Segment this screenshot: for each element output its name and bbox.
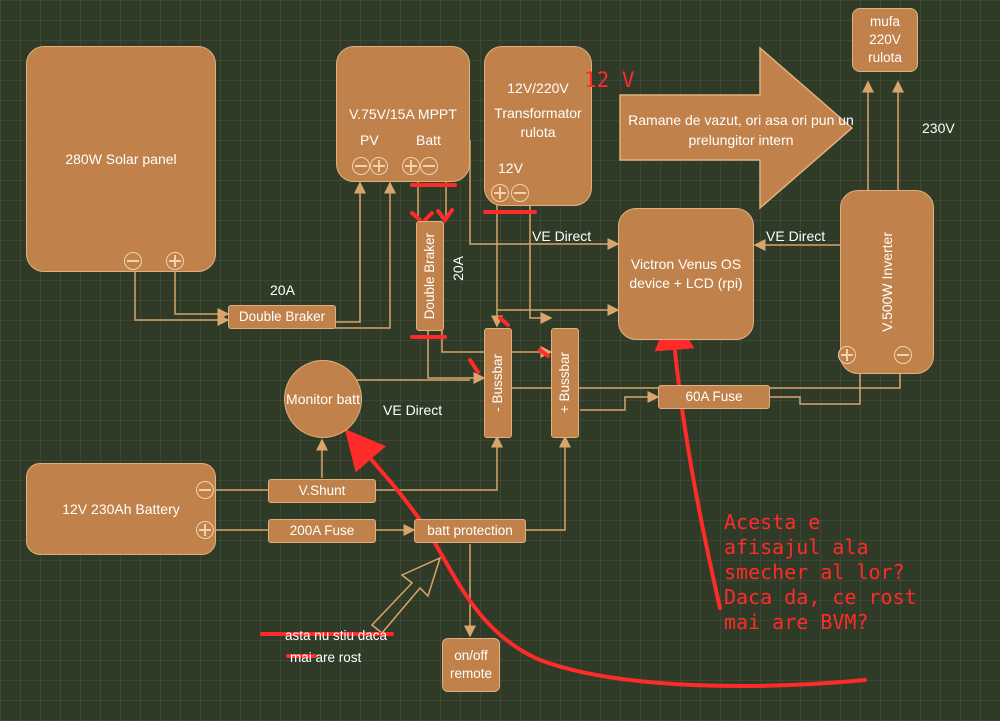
battery-minus-terminal-icon [196,481,214,499]
inverter-minus-terminal-icon [894,346,912,364]
onoff-remote-label: on/off remote [449,647,493,681]
solar-minus-terminal-icon [124,252,142,270]
transformer-block[interactable]: 12V/220V Transformator rulota [484,46,592,206]
onoff-remote-block[interactable]: on/off remote [442,638,500,692]
big-arrow-text: Ramane de vazut, ori asa ori pun un prel… [628,112,854,148]
venus-os-block[interactable]: Victron Venus OS device + LCD (rpi) [618,208,754,340]
transformer-output-label: 12V [498,160,523,176]
mufa-block[interactable]: mufa 220V rulota [852,8,918,72]
transformer-plus-terminal-icon [491,184,509,202]
solar-plus-terminal-icon [166,252,184,270]
transformer-minus-terminal-icon [511,184,529,202]
double-braker-pv-block[interactable]: Double Braker [228,305,336,329]
battery-plus-terminal-icon [196,521,214,539]
fuse-60a-block[interactable]: 60A Fuse [658,385,770,409]
mppt-batt-minus-icon [420,157,438,175]
batt-protection-label: batt protection [427,522,513,538]
current-20a-vertical-label: 20A [450,256,466,281]
bottom-note-line2: mai are rost [290,650,362,665]
mufa-label: mufa 220V rulota [868,13,902,66]
mppt-pv-label: PV [360,132,379,148]
inverter-label: V.500W Inverter [878,232,895,332]
red-comment-annotation: Acesta e afisajul ala smecher al lor? Da… [724,510,917,634]
solar-panel-label: 280W Solar panel [65,150,177,167]
battery-block[interactable]: 12V 230Ah Battery [26,463,216,555]
shunt-block[interactable]: V.Shunt [268,479,376,503]
venus-os-label: Victron Venus OS device + LCD (rpi) [629,256,743,291]
ve-direct-label-mppt: VE Direct [532,228,592,244]
mppt-batt-plus-icon [402,157,420,175]
battery-monitor-block[interactable]: Monitor batt [284,360,362,438]
transformer-input-label: 12V/220V [507,80,569,96]
ve-direct-label-monitor: VE Direct [383,402,443,418]
double-braker-batt-label: Double Braker [421,232,437,320]
inverter-plus-terminal-icon [838,346,856,364]
fuse-200a-block[interactable]: 200A Fuse [268,519,376,543]
ve-direct-label-inverter: VE Direct [766,228,826,244]
voltage-230-label: 230V [922,120,955,136]
battery-monitor-label: Monitor batt [286,390,360,407]
battery-label: 12V 230Ah Battery [62,500,180,517]
mppt-batt-label: Batt [416,132,441,148]
fuse-200a-label: 200A Fuse [289,522,355,538]
shunt-label: V.Shunt [298,482,346,498]
red-12v-annotation: 12 V [584,68,635,92]
negative-bussbar-label: - Bussbar [489,354,505,412]
inverter-block[interactable]: V.500W Inverter [840,190,934,374]
mppt-label: V.75V/15A MPPT [349,106,457,122]
positive-bussbar-label: + Bussbar [556,352,572,414]
double-braker-pv-label: Double Braker [238,308,326,324]
transformer-name-label: Transformator rulota [494,104,582,140]
current-20a-label: 20A [270,282,295,298]
bottom-note-line1: asta nu stiu daca [285,628,388,643]
solar-panel-block[interactable]: 280W Solar panel [26,46,216,272]
negative-bussbar-block[interactable]: - Bussbar [484,328,512,438]
fuse-60a-label: 60A Fuse [685,388,743,404]
batt-protection-block[interactable]: batt protection [414,519,526,543]
double-braker-batt-block[interactable]: Double Braker [416,221,444,331]
mppt-pv-minus-icon [352,157,370,175]
mppt-pv-plus-icon [370,157,388,175]
positive-bussbar-block[interactable]: + Bussbar [551,328,579,438]
